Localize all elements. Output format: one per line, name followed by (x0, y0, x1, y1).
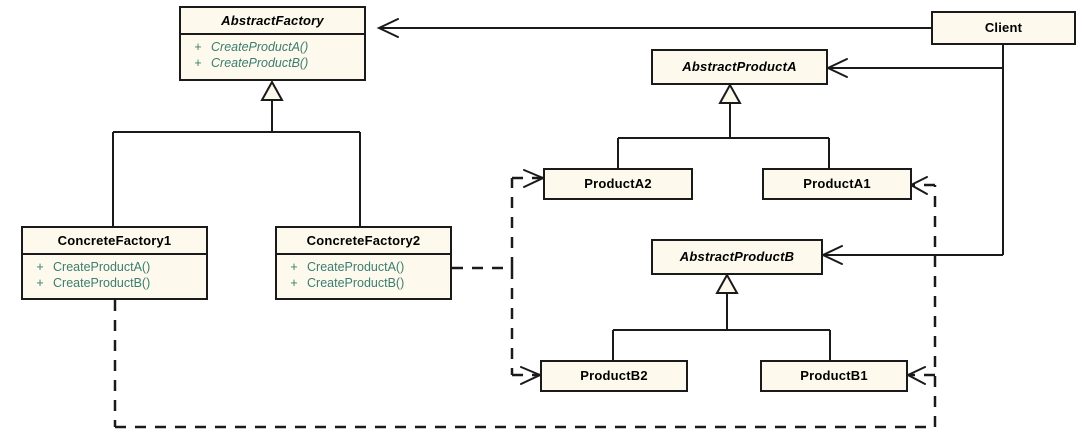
member-row: + CreateProductB() (27, 275, 202, 291)
class-name-abstract-product-b: AbstractProductB (679, 249, 795, 264)
class-name-concrete-factory-1: ConcreteFactory1 (23, 228, 206, 255)
member-row: + CreateProductA() (27, 259, 202, 275)
class-name-product-a1: ProductA1 (803, 176, 871, 191)
member-visibility: + (36, 260, 44, 274)
edge-client-uses-abstract-product-b (820, 245, 1003, 265)
class-name-product-b2: ProductB2 (580, 368, 648, 383)
member-row: + CreateProductB() (281, 275, 446, 291)
member-signature: CreateProductA() (211, 40, 309, 54)
edge-client-uses-abstract-factory (376, 18, 931, 38)
class-name-abstract-product-a: AbstractProductA (682, 59, 797, 74)
class-members-abstract-factory: + CreateProductA() + CreateProductB() (181, 35, 364, 76)
member-visibility: + (194, 40, 202, 54)
edge-generalization-abstract-product-b (612, 272, 831, 360)
member-row: + CreateProductB() (185, 55, 360, 71)
class-box-product-b1[interactable]: ProductB1 (760, 360, 908, 392)
member-signature: CreateProductB() (307, 276, 405, 290)
class-name-concrete-factory-2: ConcreteFactory2 (277, 228, 450, 255)
edge-concrete-factory-2-creates-products (452, 169, 546, 385)
class-box-product-a1[interactable]: ProductA1 (762, 168, 912, 200)
member-visibility: + (290, 260, 298, 274)
class-name-product-b1: ProductB1 (800, 368, 868, 383)
class-box-concrete-factory-2[interactable]: ConcreteFactory2 + CreateProductA() + Cr… (275, 226, 452, 300)
edge-generalization-abstract-product-a (617, 82, 830, 168)
member-signature: CreateProductA() (307, 260, 405, 274)
class-box-abstract-product-b[interactable]: AbstractProductB (651, 239, 823, 275)
member-visibility: + (194, 56, 202, 70)
member-row: + CreateProductA() (185, 39, 360, 55)
member-visibility: + (36, 276, 44, 290)
class-box-concrete-factory-1[interactable]: ConcreteFactory1 + CreateProductA() + Cr… (21, 226, 208, 300)
member-visibility: + (290, 276, 298, 290)
member-signature: CreateProductA() (53, 260, 151, 274)
class-name-client: Client (984, 20, 1023, 35)
class-box-client[interactable]: Client (931, 11, 1076, 45)
class-members-concrete-factory-2: + CreateProductA() + CreateProductB() (277, 255, 450, 296)
edge-generalization-abstract-factory (112, 79, 361, 226)
class-box-product-b2[interactable]: ProductB2 (540, 360, 688, 392)
class-members-concrete-factory-1: + CreateProductA() + CreateProductB() (23, 255, 206, 296)
class-name-product-a2: ProductA2 (584, 176, 652, 191)
class-name-abstract-factory: AbstractFactory (181, 8, 364, 35)
member-signature: CreateProductB() (211, 56, 309, 70)
class-box-abstract-factory[interactable]: AbstractFactory + CreateProductA() + Cre… (179, 6, 366, 81)
class-box-product-a2[interactable]: ProductA2 (543, 168, 693, 200)
class-box-abstract-product-a[interactable]: AbstractProductA (651, 49, 828, 85)
member-row: + CreateProductA() (281, 259, 446, 275)
edge-client-uses-abstract-product-a (825, 58, 1003, 78)
member-signature: CreateProductB() (53, 276, 151, 290)
